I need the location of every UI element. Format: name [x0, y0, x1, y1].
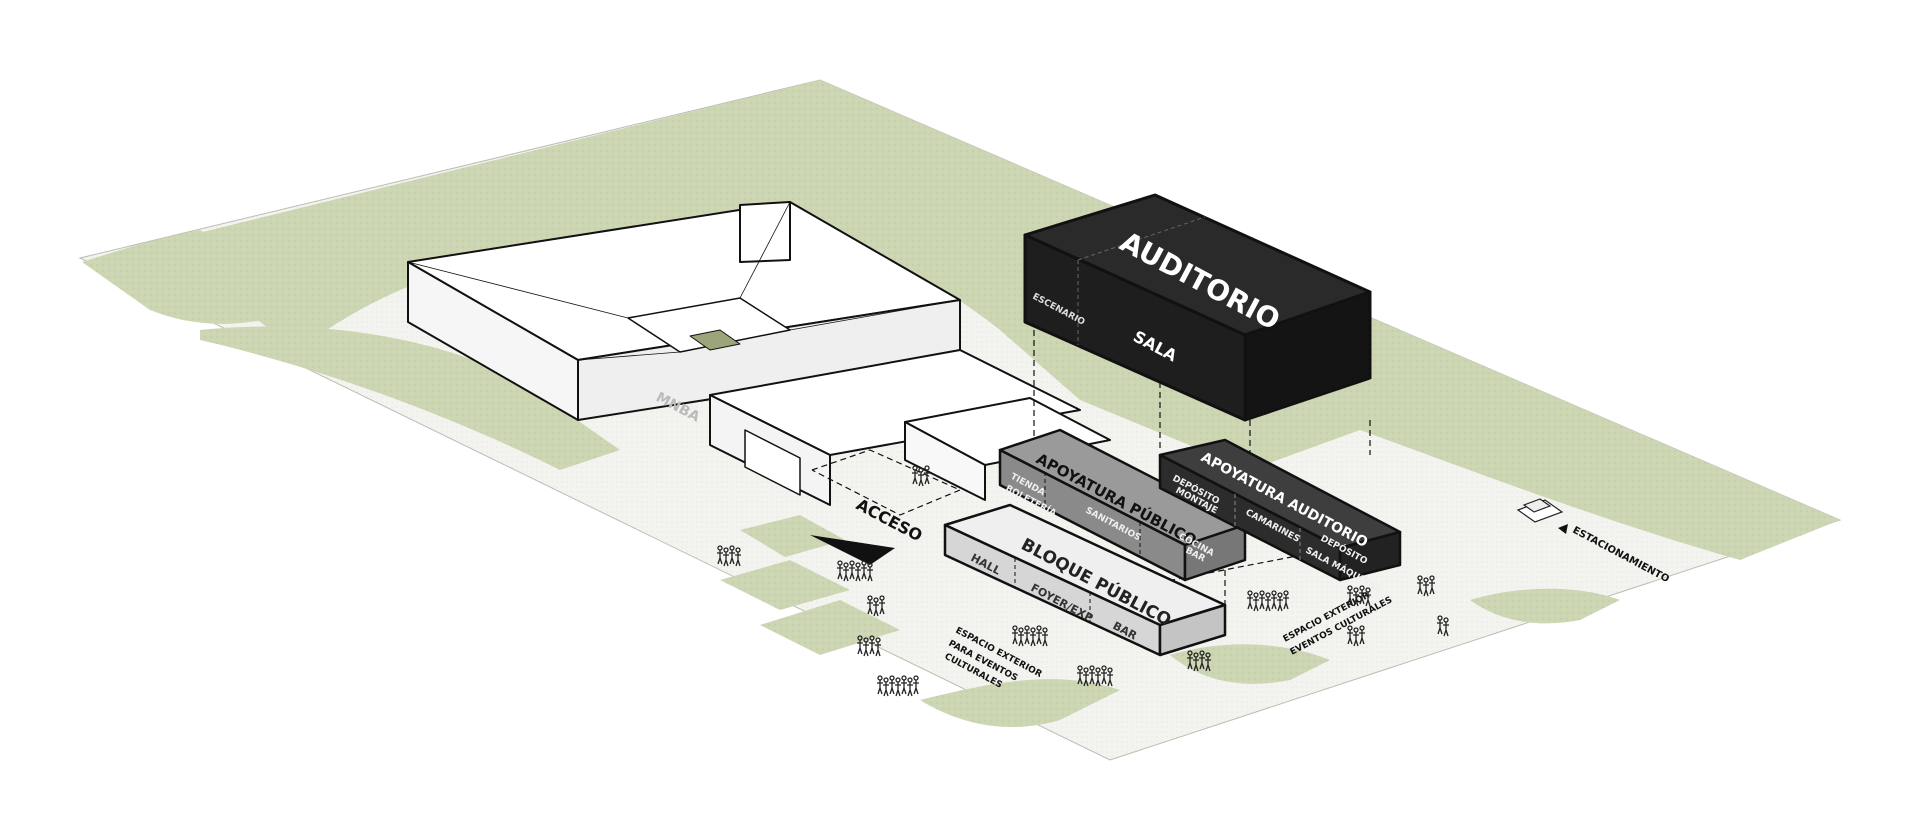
- person-body: [1199, 655, 1205, 670]
- person-body: [1187, 655, 1193, 670]
- person-head: [901, 675, 907, 681]
- person-body: [913, 680, 919, 695]
- person-body: [1359, 630, 1365, 645]
- person-body: [1101, 670, 1107, 685]
- person-body: [849, 565, 855, 580]
- person-body: [1365, 592, 1371, 607]
- person-body: [1423, 582, 1429, 597]
- lawn-patch-6: [1470, 588, 1620, 624]
- car-icon: [1516, 498, 1564, 523]
- person-body: [1429, 580, 1435, 595]
- person-body: [873, 602, 879, 617]
- person-head: [907, 677, 913, 683]
- person-body: [883, 682, 889, 697]
- person-body: [843, 567, 849, 582]
- person-body: [1283, 595, 1289, 610]
- person-body: [861, 565, 867, 580]
- person-body: [857, 640, 863, 655]
- person-body: [1265, 597, 1271, 612]
- person-body: [907, 682, 913, 697]
- person-body: [1024, 630, 1030, 645]
- person-body: [1042, 632, 1048, 647]
- person-body: [1353, 592, 1359, 607]
- person-body: [1253, 597, 1259, 612]
- person-body: [1443, 622, 1449, 637]
- person-body: [1247, 595, 1253, 610]
- person-body: [837, 565, 843, 580]
- person-body: [901, 680, 907, 695]
- person-body: [1259, 595, 1265, 610]
- person-body: [1205, 657, 1211, 672]
- person-body: [1277, 597, 1283, 612]
- person-body: [867, 600, 873, 615]
- person-body: [1353, 632, 1359, 647]
- auditorio-block: AUDITORIO ESCENARIO SALA: [1023, 193, 1372, 422]
- person-body: [895, 682, 901, 697]
- person-body: [912, 470, 918, 485]
- person-body: [889, 680, 895, 695]
- person-body: [867, 567, 873, 582]
- person-body: [717, 550, 723, 565]
- person-body: [1271, 595, 1277, 610]
- person-body: [1012, 630, 1018, 645]
- person-body: [879, 600, 885, 615]
- triangle-arrow-icon: [810, 535, 895, 565]
- apoyatura-auditorio-block: APOYATURA AUDITORIO DEPÓSITO MONTAJE CAM…: [1158, 438, 1402, 594]
- mnba-building: MNBA: [407, 201, 961, 426]
- person-body: [1083, 672, 1089, 687]
- lawn-strip-west: [82, 230, 320, 324]
- person-head: [913, 675, 919, 681]
- person-body: [918, 472, 924, 487]
- person-body: [1359, 590, 1365, 605]
- lawn-patch-4: [920, 679, 1120, 728]
- person-body: [1030, 632, 1036, 647]
- person-body: [869, 640, 875, 655]
- person-body: [1417, 580, 1423, 595]
- person-body: [877, 680, 883, 695]
- person-head: [889, 675, 895, 681]
- people-silhouette-icon: [717, 465, 1449, 697]
- person-body: [1089, 670, 1095, 685]
- person-body: [1347, 630, 1353, 645]
- person-body: [1095, 672, 1101, 687]
- person-body: [729, 550, 735, 565]
- person-body: [723, 552, 729, 567]
- person-head: [883, 677, 889, 683]
- triangle-arrow-icon: [1558, 524, 1568, 534]
- person-body: [1036, 630, 1042, 645]
- person-body: [1193, 657, 1199, 672]
- person-head: [895, 677, 901, 683]
- person-body: [1077, 670, 1083, 685]
- person-body: [1018, 632, 1024, 647]
- lawn-patch-2: [720, 560, 850, 610]
- lawn-strip-south: [200, 326, 620, 470]
- person-body: [875, 642, 881, 657]
- person-body: [1107, 672, 1113, 687]
- lawn-patch-1: [740, 515, 845, 557]
- person-body: [855, 567, 861, 582]
- person-head: [877, 675, 883, 681]
- person-body: [1437, 620, 1443, 635]
- person-body: [735, 552, 741, 567]
- person-body: [924, 470, 930, 485]
- lawn-patch-3: [760, 600, 900, 655]
- person-body: [1347, 590, 1353, 605]
- annex-block: [709, 349, 1111, 506]
- person-body: [863, 642, 869, 657]
- lawn-main: [150, 80, 1840, 560]
